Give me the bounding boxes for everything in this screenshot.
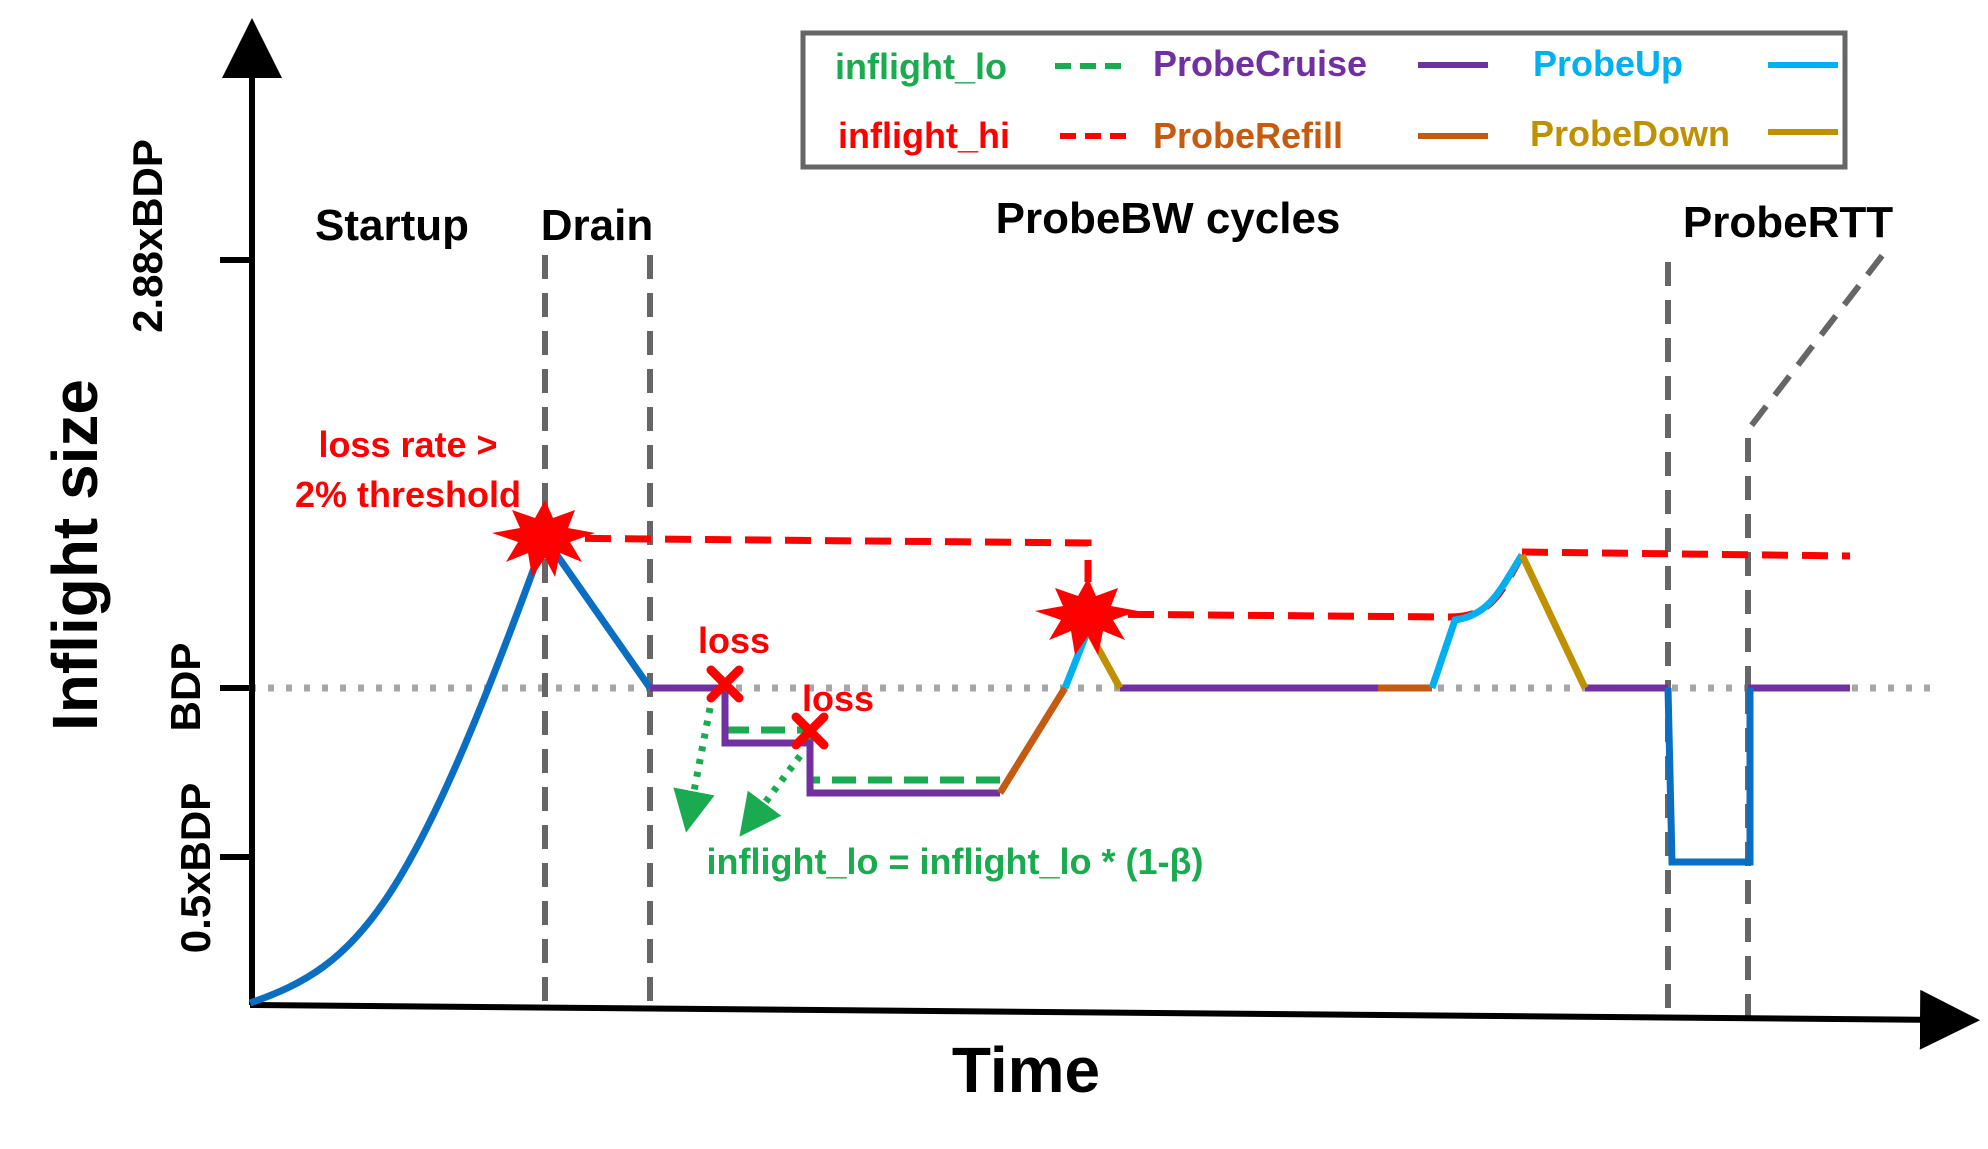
- legend-label-inflight-lo: inflight_lo: [835, 46, 1007, 87]
- loss-x-icon-2: [791, 712, 829, 750]
- loss-burst-icon-startup: [492, 500, 595, 577]
- legend-label-inflight-hi: inflight_hi: [838, 115, 1010, 156]
- y-tick-label-2.88bdp: 2.88xBDP: [124, 139, 171, 333]
- reduction-arrow-2: [739, 753, 803, 837]
- probe-cruise-series: [650, 684, 1850, 797]
- legend-label-probe-refill: ProbeRefill: [1153, 115, 1343, 156]
- inflight-hi-segment-3: [1521, 548, 1851, 560]
- down-segment-2: [1518, 553, 1589, 690]
- inflight-hi-segment-2: [1087, 553, 1526, 621]
- probe-refill-series: [997, 684, 1432, 795]
- y-tick-label-0.5bdp: 0.5xBDP: [172, 783, 219, 953]
- annotation-loss-1: loss: [698, 620, 770, 661]
- cruise-segment-1: [650, 684, 1000, 797]
- annotation-formula: inflight_lo = inflight_lo * (1-β): [707, 841, 1204, 882]
- inflight-lo-segment-2: [806, 730, 1000, 784]
- inflight-hi-segment-1: [544, 534, 1092, 582]
- probertt-dip: [1664, 687, 1754, 866]
- phase-label-startup: Startup: [315, 201, 469, 250]
- legend: inflight_lo inflight_hi ProbeCruise Prob…: [800, 30, 1848, 170]
- probe-up-series: [1061, 553, 1525, 690]
- legend-label-probe-up: ProbeUp: [1533, 43, 1683, 84]
- inflight-lo-series: [725, 726, 1000, 784]
- phase-label-drain: Drain: [541, 201, 653, 250]
- legend-label-probe-cruise: ProbeCruise: [1153, 43, 1367, 84]
- reduction-arrows: [673, 707, 803, 837]
- loss-burst-icon-probebw: [1035, 578, 1138, 655]
- drain-line: [542, 535, 653, 691]
- up-segment-2: [1428, 553, 1525, 690]
- startup-curve: [248, 536, 549, 1007]
- inflight-hi-series: [544, 534, 1851, 621]
- x-axis: [249, 989, 1980, 1050]
- legend-box: [800, 30, 1848, 170]
- y-ticks: [220, 257, 252, 860]
- y-tick-label-bdp: BDP: [162, 643, 209, 732]
- x-axis-label: Time: [952, 1034, 1100, 1106]
- annotation-loss-rate-2: 2% threshold: [295, 474, 521, 515]
- annotation-loss-2: loss: [802, 678, 874, 719]
- divider-probertt-slope: [1745, 246, 1891, 690]
- annotation-loss-rate-1: loss rate >: [318, 424, 497, 465]
- legend-label-probe-down: ProbeDown: [1530, 113, 1730, 154]
- phase-label-probertt: ProbeRTT: [1683, 198, 1893, 247]
- reduction-arrow-1: [673, 707, 715, 833]
- phase-label-probebw: ProbeBW cycles: [996, 194, 1341, 243]
- y-axis-label: Inflight size: [39, 379, 111, 731]
- loss-x-icon-1: [706, 665, 744, 703]
- refill-segment-1: [997, 686, 1068, 795]
